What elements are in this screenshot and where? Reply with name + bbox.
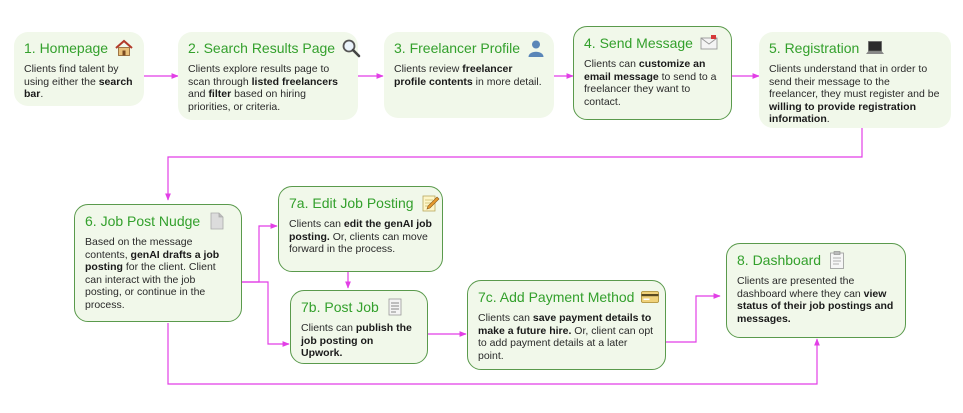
body-text: in more detail. [472, 75, 542, 88]
node-title: 7c. Add Payment Method [478, 289, 635, 305]
body-text: for the client. Client can interact with… [85, 261, 216, 311]
node-freelancer-profile: 3. Freelancer Profile Clients review fre… [384, 32, 554, 118]
body-text: Clients can [301, 322, 356, 334]
node-description: Clients find talent by using either the … [24, 63, 134, 101]
emphasis-text: search bar [24, 75, 133, 101]
body-text: Clients are presented the dashboard wher… [737, 275, 864, 300]
form-icon [388, 298, 402, 316]
node-description: Clients explore results page to scan thr… [188, 63, 348, 113]
notepad-pencil-icon [422, 195, 439, 212]
house-icon [115, 39, 133, 56]
node-job-post-nudge: 6. Job Post Nudge Based on the message c… [74, 204, 242, 322]
node-title: 8. Dashboard [737, 252, 822, 268]
arrow-payment-to-dashboard [666, 293, 721, 343]
arrow-registration-to-nudge [165, 127, 863, 201]
body-text: Clients explore results page to scan thr… [188, 63, 330, 88]
node-description: Based on the message contents, genAI dra… [85, 236, 231, 311]
node-description: Clients are presented the dashboard wher… [737, 275, 895, 325]
node-homepage: 1. Homepage Clients find talent by using… [14, 32, 144, 106]
node-post-job: 7b. Post Job Clients can publish the job… [290, 290, 428, 364]
node-title: 1. Homepage [24, 40, 109, 56]
arrow-nudge-to-edit [241, 223, 278, 283]
node-description: Clients can edit the genAI job posting. … [289, 218, 432, 256]
body-text: Or, client can opt to add payment detail… [478, 324, 654, 362]
node-description: Clients can customize an email message t… [584, 58, 721, 108]
node-dashboard: 8. Dashboard Clients are presented the d… [726, 243, 906, 338]
node-title: 2. Search Results Page [188, 40, 336, 56]
document-icon [210, 212, 224, 230]
node-search-results: 2. Search Results Page Clients explore r… [178, 32, 361, 120]
node-description: Clients can publish the job posting on U… [301, 322, 417, 360]
arrow-nudge-to-post [241, 281, 290, 347]
envelope-icon [700, 35, 718, 50]
body-text: Clients review [394, 63, 463, 75]
body-text: and [188, 88, 209, 100]
body-text: . [40, 88, 44, 100]
node-edit-job-posting: 7a. Edit Job Posting Clients can edit th… [278, 186, 443, 272]
emphasis-text: filter [208, 88, 232, 100]
emphasis-text: view status of their job postings and me… [737, 287, 894, 325]
body-text: Clients can [289, 218, 344, 230]
node-title: 6. Job Post Nudge [85, 213, 201, 229]
body-text: Clients find talent by using either the [24, 63, 119, 88]
emphasis-text: willing to provide registration informat… [769, 100, 917, 126]
body-text: based on hiring priorities, or criteria. [188, 88, 306, 113]
credit-card-icon [641, 291, 660, 303]
emphasis-text: freelancer profile contents [394, 63, 513, 88]
node-title: 3. Freelancer Profile [394, 40, 521, 56]
body-text: to send to a freelancer they want to con… [584, 70, 717, 108]
emphasis-text: save payment details to make a future hi… [478, 312, 652, 337]
emphasis-text: edit the genAI job posting. [289, 218, 432, 243]
person-icon [528, 40, 544, 57]
body-text: Or, clients can move forward in the proc… [289, 230, 428, 256]
emphasis-text: publish the job posting on Upwork. [301, 322, 412, 359]
node-send-message: 4. Send Message Clients can customize an… [573, 26, 732, 120]
laptop-icon [866, 41, 885, 54]
node-title: 5. Registration [769, 40, 860, 56]
emphasis-text: genAI drafts a job posting [85, 248, 220, 274]
node-title: 4. Send Message [584, 35, 693, 51]
node-title: 7b. Post Job [301, 299, 379, 315]
body-text: Clients can [478, 312, 533, 324]
node-description: Clients can save payment details to make… [478, 312, 655, 362]
body-text: . [826, 113, 830, 125]
body-text: Based on the message contents, [85, 236, 193, 261]
node-description: Clients review freelancer profile conten… [394, 63, 544, 88]
clipboard-icon [830, 251, 844, 269]
node-description: Clients understand that in order to send… [769, 63, 941, 126]
arrow-nudge-to-dashboard [167, 323, 820, 385]
node-title: 7a. Edit Job Posting [289, 195, 414, 211]
emphasis-text: listed freelancers [251, 75, 339, 88]
magnifier-icon [342, 39, 361, 58]
emphasis-text: customize an email message [584, 58, 706, 83]
body-text: Clients can [584, 58, 639, 70]
node-add-payment-method: 7c. Add Payment Method Clients can save … [467, 280, 666, 370]
body-text: Clients understand that in order to send… [769, 63, 940, 100]
node-registration: 5. Registration Clients understand that … [759, 32, 951, 128]
